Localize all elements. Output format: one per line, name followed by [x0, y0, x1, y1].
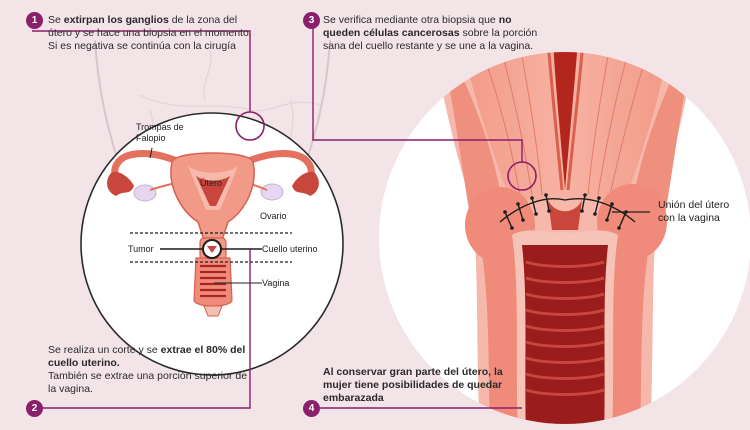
step-2-line2: También se extrae una porción superior d… [48, 370, 248, 395]
step-2-text: Se realiza un corte y se extrae el 80% d… [48, 344, 248, 396]
ovary-right [260, 183, 284, 201]
label-vagina: Vagina [262, 278, 290, 288]
step-3-text: Se verifica mediante otra biopsia que no… [323, 14, 538, 53]
step-4-text: Al conservar gran parte del útero, la mu… [323, 366, 533, 405]
label-tumor: Tumor [128, 244, 154, 254]
callout-lines [32, 20, 537, 409]
label-fallopian: Trompas de Falopio [136, 122, 184, 143]
label-ovary: Ovario [260, 211, 287, 221]
step-3-badge: 3 [303, 12, 320, 29]
uterine-cavity [196, 176, 230, 206]
endocervical-canal [553, 52, 578, 190]
junction-closeup [430, 52, 700, 424]
step-2-badge: 2 [26, 400, 43, 417]
callout-ring-3 [507, 161, 537, 191]
label-junction: Unión del útero con la vagina [658, 199, 730, 224]
label-uterus: Útero [200, 178, 223, 188]
step-3-bold: no queden células cancerosas [323, 14, 512, 39]
step-1-bold: extirpan los ganglios [63, 14, 169, 26]
step-1-post: de la zona del útero y se hace una biops… [48, 14, 252, 39]
step-3-post: sobre la porción sana del cuello restant… [323, 27, 538, 52]
step-1-pre: Se [48, 14, 64, 26]
ovary-left [133, 184, 157, 202]
callout-line-2 [32, 248, 251, 409]
step-4-bold: Al conservar gran parte del útero, la mu… [323, 366, 503, 404]
step-1-line2: Si es negativa se continúa con la cirugí… [48, 40, 236, 52]
uterus-illustration [107, 147, 319, 317]
fimbriae-right [292, 171, 319, 196]
leader-fallopian [149, 147, 153, 159]
label-cervix: Cuello uterino [262, 244, 318, 254]
step-3-pre: Se verifica mediante otra biopsia que [323, 14, 499, 26]
step-2-bold: extrae el 80% del cuello uterino. [48, 344, 246, 369]
callout-line-3 [312, 20, 523, 163]
step-4-badge: 4 [303, 400, 320, 417]
callout-line-1 [32, 30, 251, 112]
callout-ring-1 [235, 111, 265, 141]
step-2-pre: Se realiza un corte y se [48, 344, 161, 356]
step-1-text: Se extirpan los ganglios de la zona del … [48, 14, 258, 53]
step-1-badge: 1 [26, 12, 43, 29]
fimbriae-left [107, 171, 134, 196]
